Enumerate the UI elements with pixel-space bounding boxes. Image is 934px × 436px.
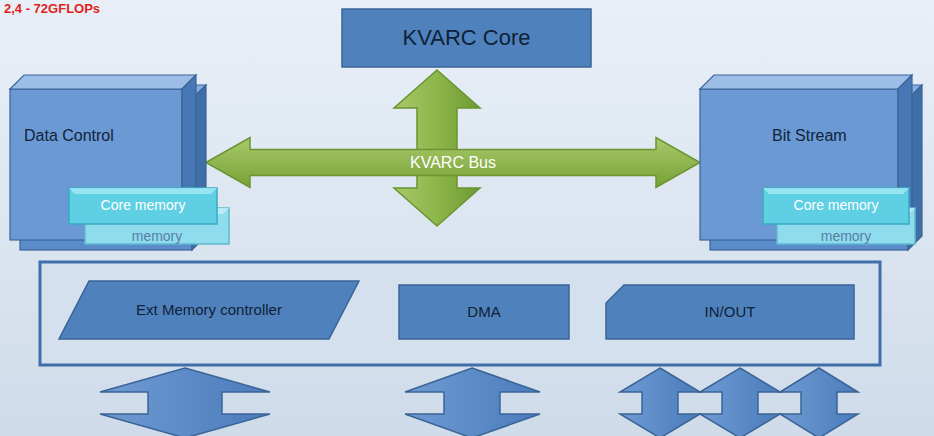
node-text: IN/OUT xyxy=(705,304,756,321)
performance-note: 2,4 - 72GFLOPs xyxy=(4,1,100,16)
in-out-box: IN/OUT xyxy=(605,284,855,340)
bus-label: KVARC Bus xyxy=(410,154,496,172)
node-text: Bit Stream xyxy=(772,127,847,145)
peripheral-panel xyxy=(40,262,880,365)
node-text: Core memory xyxy=(794,198,879,214)
node-text: Data Control xyxy=(24,127,114,145)
node-text: KVARC Core xyxy=(403,26,531,51)
data-control-block: Data ControlCore memory memory xyxy=(10,75,206,250)
core-memory-card: Core memory xyxy=(762,187,910,225)
node-text: Ext Memory controller xyxy=(136,302,282,319)
node-text: Core memory xyxy=(101,198,186,214)
dma-box: DMA xyxy=(398,284,570,340)
io-arrows xyxy=(100,368,858,436)
node-text: memory xyxy=(821,229,872,245)
node-text: DMA xyxy=(467,304,500,321)
bit-stream-block: Bit StreamCore memory memory xyxy=(700,75,922,250)
core-bus-arrow xyxy=(394,70,480,226)
node-text: memory xyxy=(132,229,183,245)
core-box: KVARC Core xyxy=(341,8,592,68)
bus-arrow xyxy=(206,138,700,188)
ext-memory-controller: Ext Memory controller xyxy=(58,280,360,340)
core-memory-card: Core memory xyxy=(68,187,218,225)
